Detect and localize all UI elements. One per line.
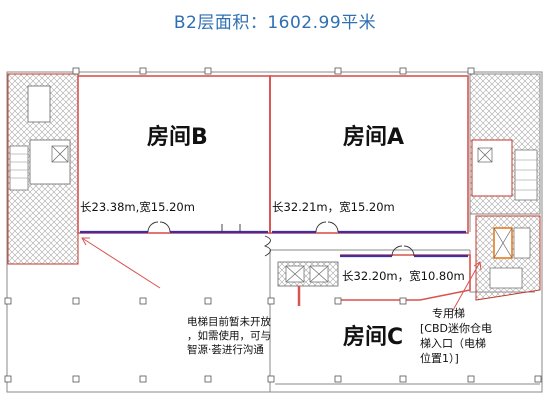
floor-area-title: B2层面积：1602.99平米 <box>173 13 377 33</box>
dedicated-elevator-line-2: [CBD迷你仓电 <box>420 322 492 335</box>
room-b-dimensions: 长23.38m,宽15.20m <box>80 200 195 214</box>
room-c-label: 房间C <box>343 325 404 350</box>
elevator-note-line-1: 电梯目前暂未开放 <box>187 316 271 328</box>
core-left <box>7 73 79 265</box>
partition-walls <box>80 230 468 258</box>
room-c-dimensions: 长32.20m，宽10.80m <box>342 269 465 283</box>
dedicated-elevator-line-3: 梯入口（电梯 <box>420 337 486 350</box>
doors <box>147 221 415 257</box>
core-right <box>469 73 541 301</box>
room-a-label: 房间A <box>343 125 405 150</box>
room-a-dimensions: 长32.21m，宽15.20m <box>272 200 395 214</box>
dedicated-elevator-note: 专用梯 [CBD迷你仓电 梯入口（电梯 位置1）] <box>420 306 492 366</box>
column-markers <box>4 67 542 383</box>
elevator-note-line-3: 智源·荟进行沟通 <box>187 344 264 356</box>
room-walls <box>77 75 471 301</box>
room-b-label: 房间B <box>147 125 208 150</box>
annotation-arrows <box>81 237 482 313</box>
elevator-note: 电梯目前暂未开放 ，如需使用，可与 智源·荟进行沟通 <box>187 315 271 357</box>
elevator-note-line-2: ，如需使用，可与 <box>187 330 271 342</box>
dedicated-elevator-line-4: 位置1）] <box>420 352 459 365</box>
dedicated-elevator-line-1: 专用梯 <box>432 307 465 320</box>
elevator-block <box>277 261 339 287</box>
